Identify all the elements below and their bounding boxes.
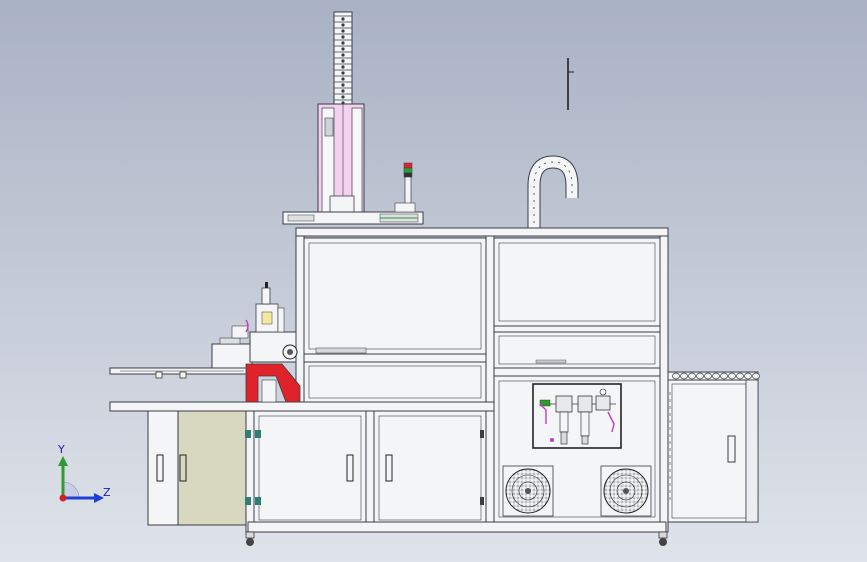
- chain-pin: [341, 41, 345, 45]
- processing-head: [245, 282, 298, 363]
- side-chain-link: [696, 372, 704, 380]
- chain-pin: [341, 95, 345, 99]
- side-chain-link: [680, 372, 688, 380]
- middle-right-panel: [493, 331, 661, 377]
- chain-pin: [341, 71, 345, 75]
- chain-pin: [341, 65, 345, 69]
- casters: [245, 531, 668, 546]
- chain-pin: [341, 17, 345, 21]
- side-chain-link: [688, 372, 696, 380]
- signal-tower-light: [403, 162, 413, 208]
- cooling-fan-right: [600, 465, 652, 517]
- side-chain-link: [720, 372, 728, 380]
- chain-pin: [341, 35, 345, 39]
- side-extension-cabinet: [667, 371, 760, 523]
- side-chain-link: [744, 372, 752, 380]
- chain-pin: [341, 89, 345, 93]
- door-hinges: [245, 430, 484, 505]
- reference-marker: [567, 58, 574, 110]
- upper-left-panel: [303, 237, 487, 363]
- chain-pin: [341, 53, 345, 57]
- door-handles: [156, 454, 393, 482]
- z-axis-arrowhead: [94, 493, 104, 503]
- y-axis-arrowhead: [58, 456, 68, 466]
- curved-cable-chain: [527, 155, 579, 230]
- cooling-fan-left: [502, 465, 554, 517]
- feeder-conveyor: [109, 325, 253, 379]
- chain-pin: [341, 77, 345, 81]
- side-chain-link: [712, 372, 720, 380]
- side-chain-link: [704, 372, 712, 380]
- chain-pin: [341, 29, 345, 33]
- chain-pin: [341, 83, 345, 87]
- x-axis-point: [59, 494, 67, 502]
- chain-pin: [341, 47, 345, 51]
- chain-pin: [341, 59, 345, 63]
- chain-pin: [341, 23, 345, 27]
- side-chain-link: [736, 372, 744, 380]
- top-mounting-plate: [282, 202, 424, 225]
- upper-right-panel: [493, 237, 661, 333]
- pneumatic-unit: [532, 383, 622, 449]
- side-chain-link: [728, 372, 736, 380]
- middle-left-panel: [303, 361, 487, 403]
- side-chain-link: [752, 372, 760, 380]
- lower-left-cabinet: [109, 401, 667, 533]
- safety-guard: [245, 363, 301, 403]
- y-axis-label: Y: [57, 443, 65, 456]
- z-axis-label: Z: [103, 486, 111, 499]
- side-chain-link: [672, 372, 680, 380]
